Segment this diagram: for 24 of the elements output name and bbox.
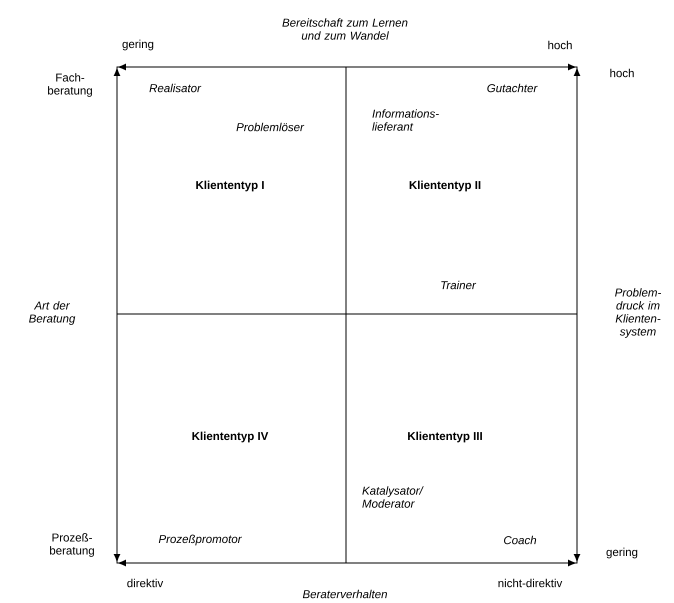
scale-label: nicht-direktiv — [498, 578, 562, 588]
role-label: Coach — [504, 536, 536, 544]
role-label: Prozeßpromotor — [158, 534, 242, 546]
role-label: Gutachter — [487, 84, 538, 92]
client-type-label: Kliententyp I — [196, 180, 264, 192]
scale-label: Prozeß- beratung — [50, 533, 94, 557]
role-label: Katalysator/ Moderator — [362, 486, 424, 508]
role-label: Trainer — [441, 280, 476, 290]
client-type-label: Kliententyp III — [408, 432, 482, 442]
client-type-label: Kliententyp IV — [192, 432, 268, 442]
axis-title: Problem- druck im Klienten- system — [615, 288, 662, 338]
axis-title: Art der Beratung — [29, 301, 76, 325]
scale-label: gering — [122, 40, 154, 50]
axis-title: Beraterverhalten — [302, 590, 387, 598]
scale-label: direktiv — [127, 578, 164, 588]
role-label: Informations- lieferant — [372, 109, 439, 131]
axis-title: Bereitschaft zum Lernen und zum Wandel — [282, 18, 408, 40]
role-label: Realisator — [149, 84, 202, 92]
client-type-label: Kliententyp II — [410, 180, 480, 192]
scale-label: Fach- beratung — [48, 73, 92, 97]
scale-label: hoch — [610, 68, 634, 78]
role-label: Problemlöser — [236, 122, 304, 132]
scale-label: gering — [606, 548, 638, 558]
scale-label: hoch — [548, 40, 572, 50]
